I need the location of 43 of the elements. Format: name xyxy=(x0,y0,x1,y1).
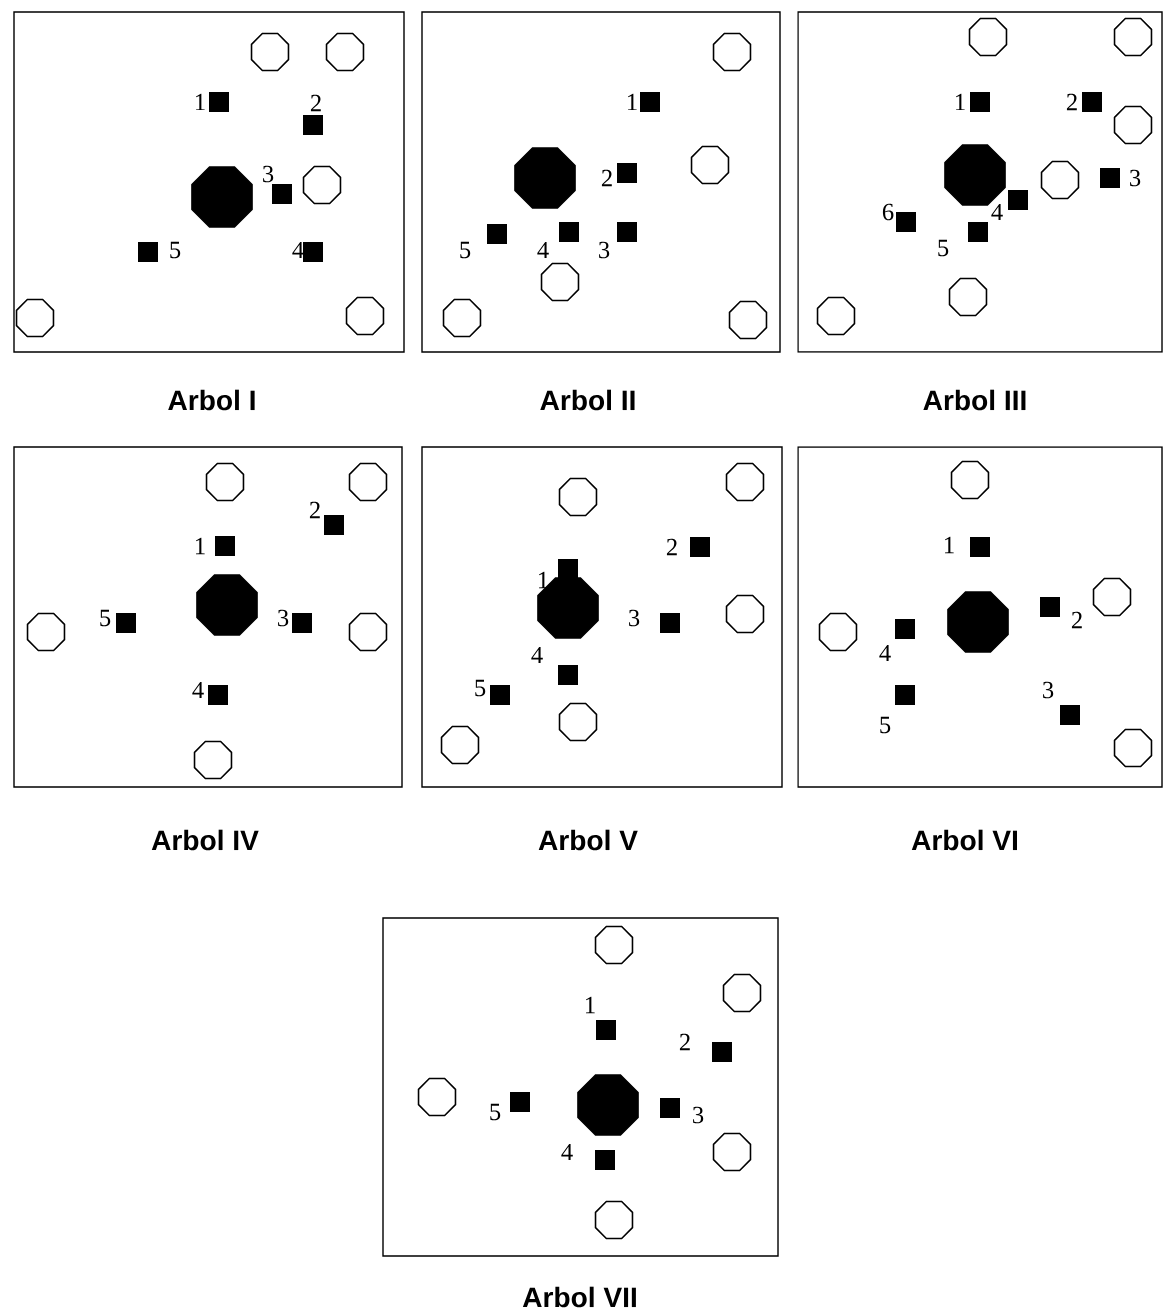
number-label: 2 xyxy=(666,538,677,556)
number-label: 1 xyxy=(196,93,205,111)
number-label: 4 xyxy=(879,644,891,662)
number-label: 5 xyxy=(170,241,181,259)
node-label: Arbol II xyxy=(540,389,635,411)
number-label: 5 xyxy=(490,1103,501,1121)
node-label: Arbol I xyxy=(168,389,255,411)
node-label: Arbol VII xyxy=(522,1286,636,1308)
number-label: 1 xyxy=(539,571,548,589)
number-label: 4 xyxy=(537,241,549,259)
number-label: 5 xyxy=(938,239,949,257)
number-label: 2 xyxy=(309,501,320,519)
number-label: 1 xyxy=(628,93,637,111)
number-label: 2 xyxy=(679,1033,690,1051)
number-label: 2 xyxy=(1066,93,1077,111)
number-label: 3 xyxy=(278,609,289,627)
number-label: 3 xyxy=(629,609,640,627)
node-label: Arbol VI xyxy=(911,829,1017,851)
number-label: 5 xyxy=(100,609,111,627)
number-label: 4 xyxy=(991,203,1003,221)
number-label: 3 xyxy=(1043,681,1054,699)
number-label: 3 xyxy=(599,241,610,259)
number-label: 5 xyxy=(475,679,486,697)
number-label: 3 xyxy=(1130,169,1141,187)
number-label: 5 xyxy=(460,241,471,259)
number-label: 1 xyxy=(956,93,965,111)
node-label: Arbol IV xyxy=(151,829,259,851)
number-label: 2 xyxy=(310,94,321,112)
number-label: 4 xyxy=(292,241,304,259)
number-label: 3 xyxy=(263,165,274,183)
number-label: 4 xyxy=(561,1143,573,1161)
node-label: Arbol V xyxy=(538,829,638,851)
number-label: 2 xyxy=(601,169,612,187)
number-label: 3 xyxy=(693,1106,704,1124)
number-label: 1 xyxy=(196,537,205,555)
node-label: Arbol III xyxy=(923,389,1026,411)
number-label: 4 xyxy=(531,646,543,664)
number-label: 4 xyxy=(192,681,204,699)
number-label: 2 xyxy=(1071,611,1082,629)
number-label: 1 xyxy=(586,996,595,1014)
number-label: 6 xyxy=(882,203,894,221)
number-label: 5 xyxy=(880,716,891,734)
number-label: 1 xyxy=(945,536,954,554)
